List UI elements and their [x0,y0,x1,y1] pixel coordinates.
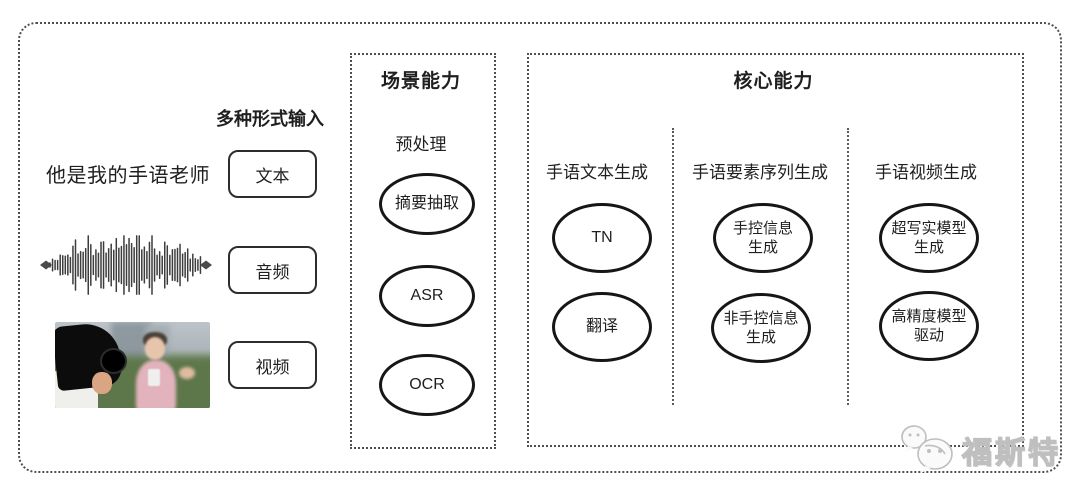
node-manual-info-generation: 手控信息 生成 [713,203,813,273]
scene-capability-title: 场景能力 [380,71,461,92]
column-divider [847,128,849,405]
column-header-sign-video: 手语视频生成 [875,163,977,182]
node-summary-extraction: 摘要抽取 [379,173,475,235]
photo-camera-lens [99,347,128,375]
input-type-video-box: 视频 [228,341,317,389]
node-translation: 翻译 [552,292,652,362]
reporter-interview-photo [55,322,210,408]
photo-microphone [148,369,161,387]
node-tn: TN [552,203,652,273]
input-type-audio-label: 音频 [255,262,290,282]
outer-dotted-frame [18,22,1062,473]
chat-bubbles-icon [901,425,953,473]
node-non-manual-info-generation: 非手控信息 生成 [711,293,811,363]
audio-waveform-icon [40,235,212,295]
watermark: 福斯特 [898,424,1061,476]
node-ocr: OCR [379,354,475,416]
core-capability-title: 核心能力 [733,71,814,92]
input-type-audio-box: 音频 [228,246,317,294]
node-hyperrealistic-model-generation: 超写实模型 生成 [879,203,979,273]
column-header-sign-text: 手语文本生成 [546,163,648,182]
input-section-label: 多种形式输入 [216,109,324,129]
scene-capability-box [350,53,496,449]
column-header-sign-element-sequence: 手语要素序列生成 [692,163,828,182]
column-divider [672,128,674,405]
sample-sentence: 他是我的手语老师 [46,165,210,187]
input-type-video-label: 视频 [255,357,290,377]
input-type-text-label: 文本 [255,166,290,186]
node-asr: ASR [379,265,475,327]
photo-cameraman-arm [92,371,113,395]
photo-reporter-head [144,337,166,360]
photo-reporter-hand [179,366,195,379]
input-type-text-box: 文本 [228,150,317,198]
node-high-precision-model-driving: 高精度模型 驱动 [879,291,979,361]
preprocessing-label: 预处理 [395,135,447,154]
core-capability-box [527,53,1024,447]
watermark-text: 福斯特 [961,436,1061,470]
